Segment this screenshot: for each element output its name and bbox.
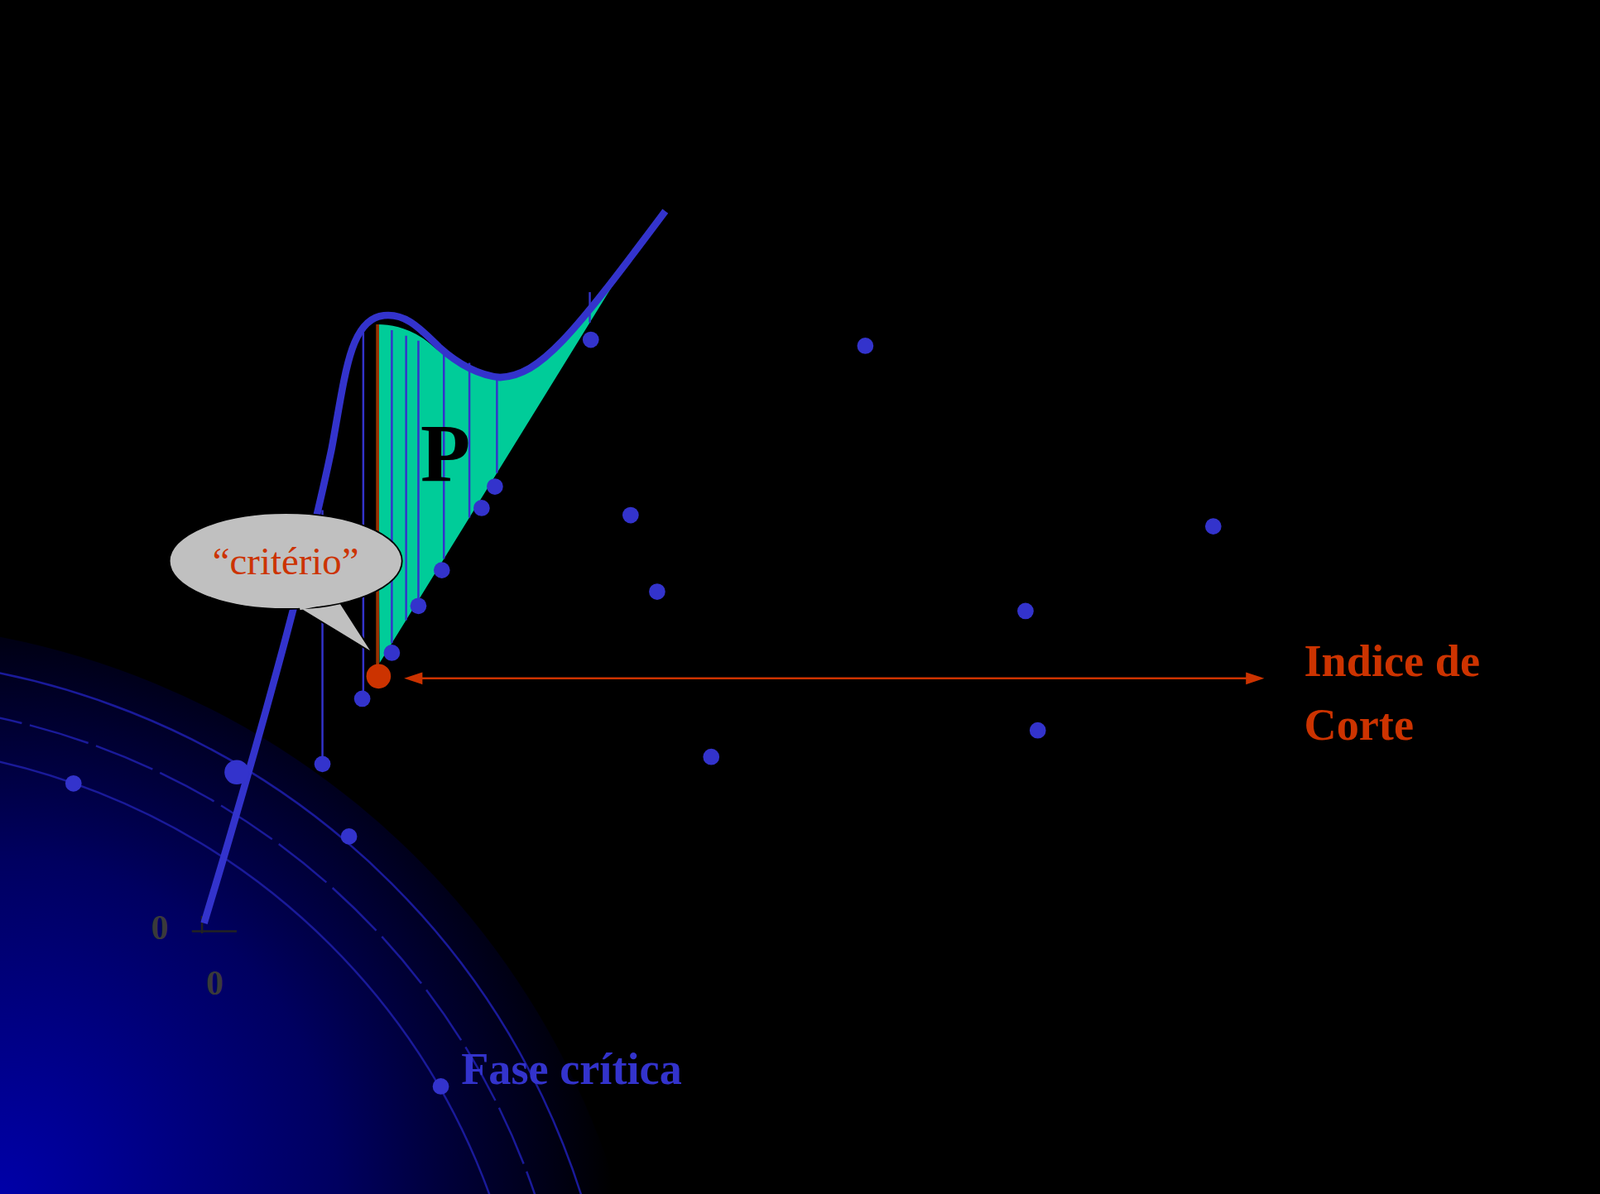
bubble-outline <box>169 513 403 610</box>
data-point <box>65 775 82 793</box>
data-point <box>410 597 428 615</box>
hatch-line <box>495 375 498 474</box>
data-point <box>702 749 720 766</box>
callout-bubble: “critério” <box>168 512 404 611</box>
planet-arcs <box>0 658 618 1194</box>
hatch-line <box>417 341 419 601</box>
area-label: P <box>420 395 471 510</box>
data-point <box>857 337 875 355</box>
data-point <box>354 691 371 708</box>
data-point <box>224 759 250 785</box>
data-point <box>384 644 401 662</box>
hatch-line <box>390 330 393 644</box>
data-point <box>473 499 491 517</box>
phase-label: Fase crítica <box>461 1038 683 1102</box>
criterion-point <box>366 664 392 690</box>
data-point <box>622 507 640 524</box>
planet-glow <box>0 622 654 1194</box>
area-p <box>377 249 635 664</box>
arrow-heads <box>403 672 1264 685</box>
data-point <box>1205 518 1222 535</box>
axis-zero: 0 <box>206 959 224 1009</box>
data-point <box>486 478 504 495</box>
axis-stub <box>192 916 237 934</box>
hatch-line <box>404 336 407 621</box>
callout-text: “critério” <box>212 538 360 584</box>
axis-zero: 0 <box>150 903 169 953</box>
envelope-curve <box>204 211 666 923</box>
data-point <box>433 562 451 579</box>
data-point <box>1017 603 1034 620</box>
data-point <box>1029 722 1047 740</box>
bubble-seam <box>299 600 339 609</box>
criterion-line <box>375 324 380 666</box>
data-point <box>432 1078 450 1096</box>
data-point <box>582 331 600 349</box>
data-point <box>341 828 358 846</box>
data-point <box>314 755 332 773</box>
data-points <box>65 331 1222 1096</box>
cut-index-label: Indice de Corte <box>1303 630 1539 757</box>
data-point <box>648 583 666 601</box>
cut-arrow <box>408 677 1260 680</box>
